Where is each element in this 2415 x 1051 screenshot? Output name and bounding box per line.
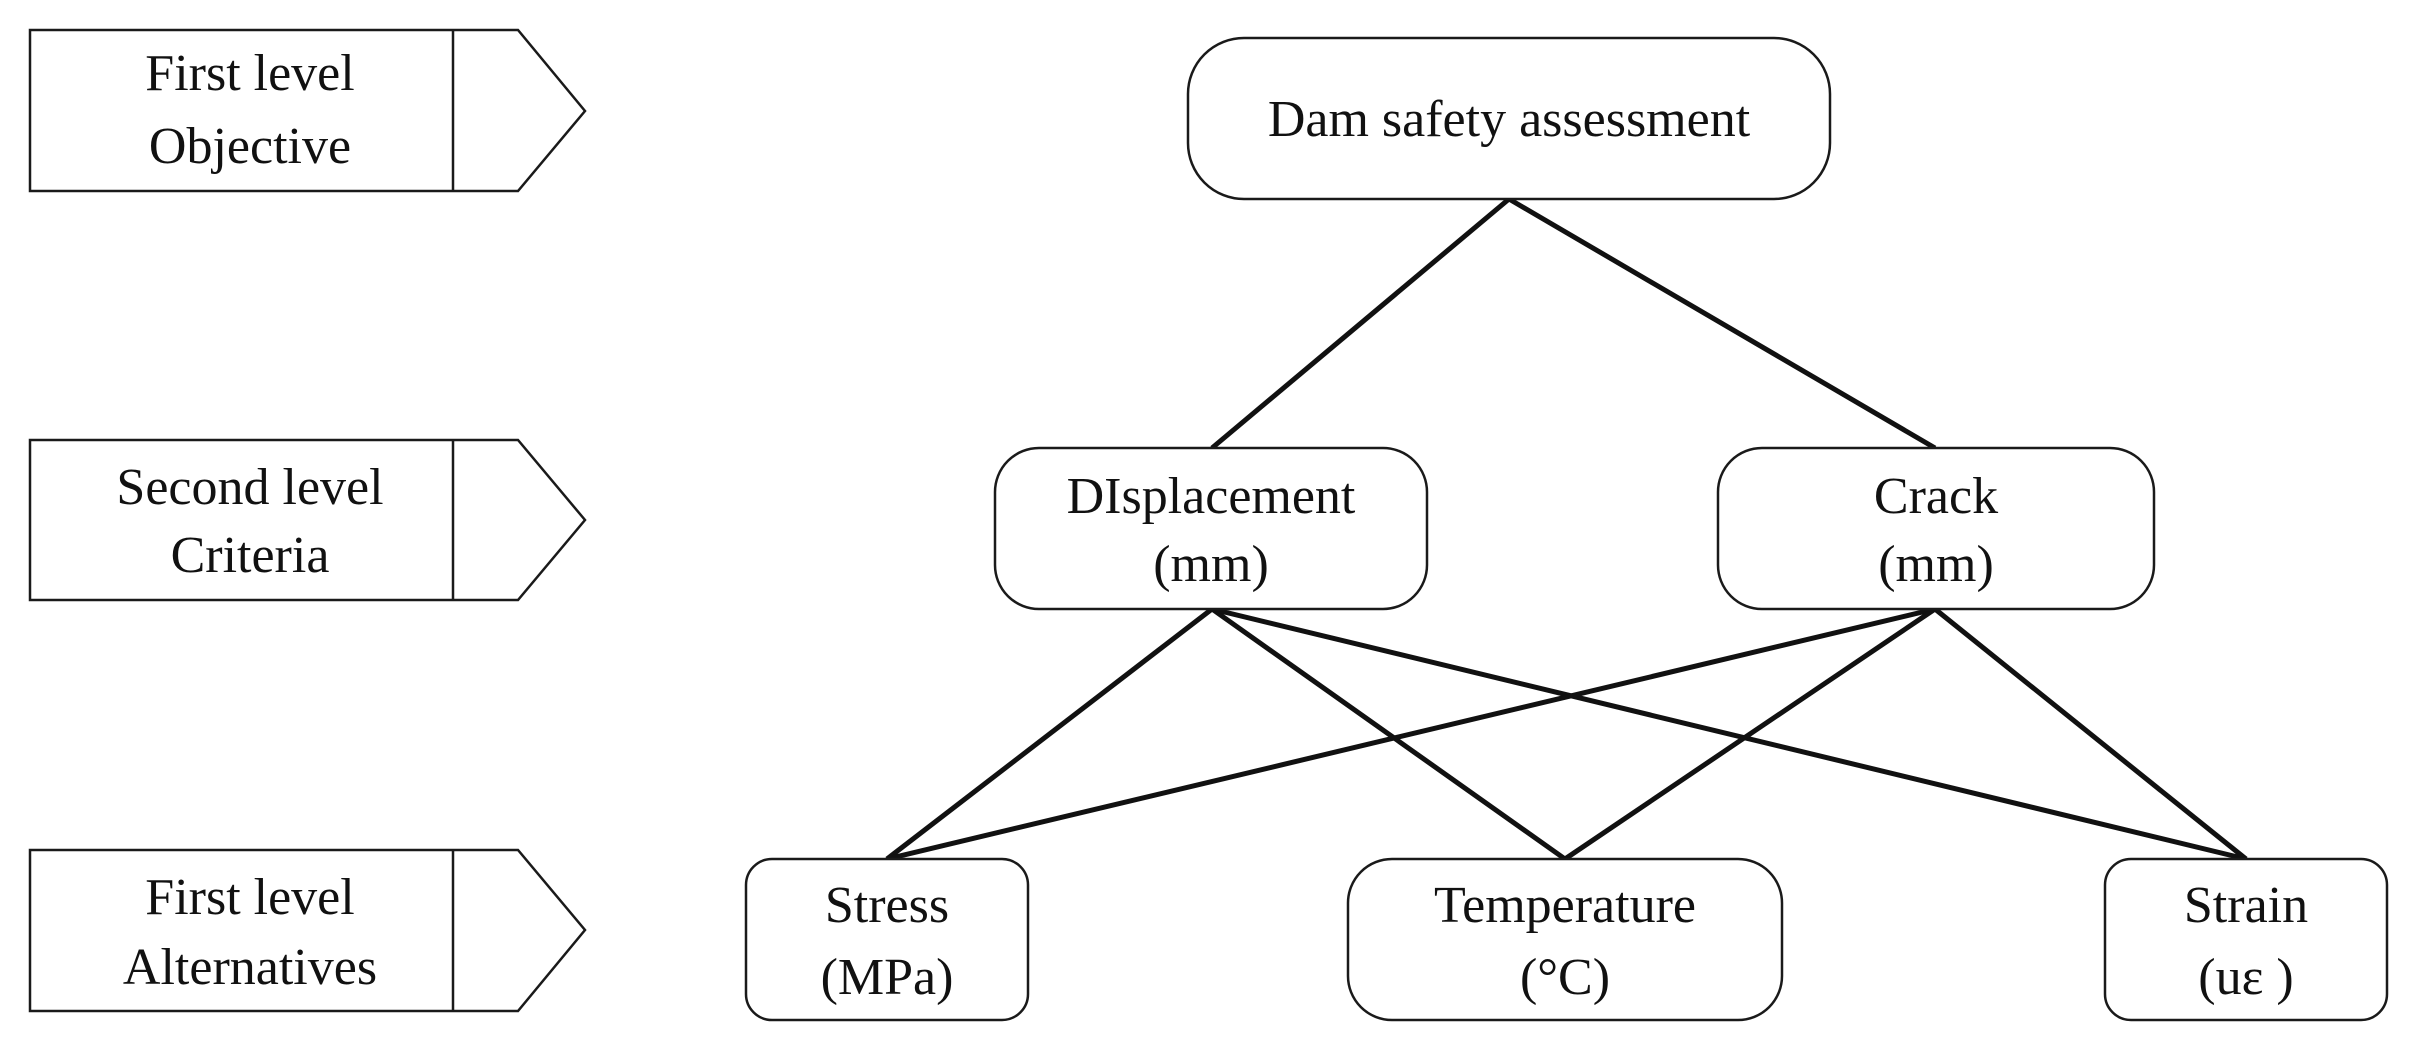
level-label-line2: Objective: [149, 118, 351, 175]
level-label-alternatives: First level Alternatives: [28, 848, 587, 1013]
edge-goal-to-displacement: [1210, 197, 1511, 450]
node-box: [1186, 36, 1832, 201]
level-label-criteria: Second level Criteria: [28, 438, 587, 602]
node-label-line1: DIsplacement: [1067, 468, 1356, 525]
node-box: [1346, 857, 1784, 1022]
node-dam-safety-assessment: Dam safety assessment: [1186, 36, 1832, 201]
connection-lines: [885, 196, 2248, 862]
node-crack: Crack (mm): [1716, 446, 2156, 611]
level-label-line1: First level: [145, 869, 354, 926]
node-label-line1: Temperature: [1434, 877, 1696, 934]
level-arrow-shape: [28, 28, 587, 193]
node-label-line1: Stress: [825, 877, 949, 934]
edge-displacement-to-temperature: [1210, 606, 1567, 862]
level-arrow-shape: [28, 848, 587, 1013]
level-label-line2: Alternatives: [123, 939, 377, 996]
node-displacement: DIsplacement (mm): [993, 446, 1429, 611]
level-label-line1: Second level: [116, 459, 383, 516]
node-box: [993, 446, 1429, 611]
node-label-line2: (uε ): [2198, 949, 2293, 1006]
node-box: [1716, 446, 2156, 611]
level-label-line1: First level: [145, 45, 354, 102]
node-strain: Strain (uε ): [2103, 857, 2389, 1022]
edge-crack-to-temperature: [1563, 606, 1937, 862]
node-box: [744, 857, 1030, 1022]
node-label-line1: Strain: [2184, 877, 2308, 934]
edge-displacement-to-stress: [885, 607, 1214, 861]
edge-goal-to-crack: [1507, 196, 1937, 451]
edge-displacement-to-strain: [1211, 606, 2247, 862]
level-label-objective: First level Objective: [28, 28, 587, 193]
node-box: [2103, 857, 2389, 1022]
node-label-line2: (mm): [1878, 536, 1994, 593]
edge-crack-to-stress: [886, 606, 1936, 862]
node-stress: Stress (MPa): [744, 857, 1030, 1022]
node-label-line2: (MPa): [821, 949, 954, 1006]
level-arrow-shape: [28, 438, 587, 602]
edge-crack-to-strain: [1933, 607, 2248, 861]
node-label-line2: (°C): [1520, 949, 1610, 1006]
node-label-line2: (mm): [1153, 536, 1269, 593]
level-label-line2: Criteria: [171, 527, 330, 584]
node-label-line1: Crack: [1874, 468, 1998, 525]
node-temperature: Temperature (°C): [1346, 857, 1784, 1022]
node-label: Dam safety assessment: [1268, 91, 1751, 148]
